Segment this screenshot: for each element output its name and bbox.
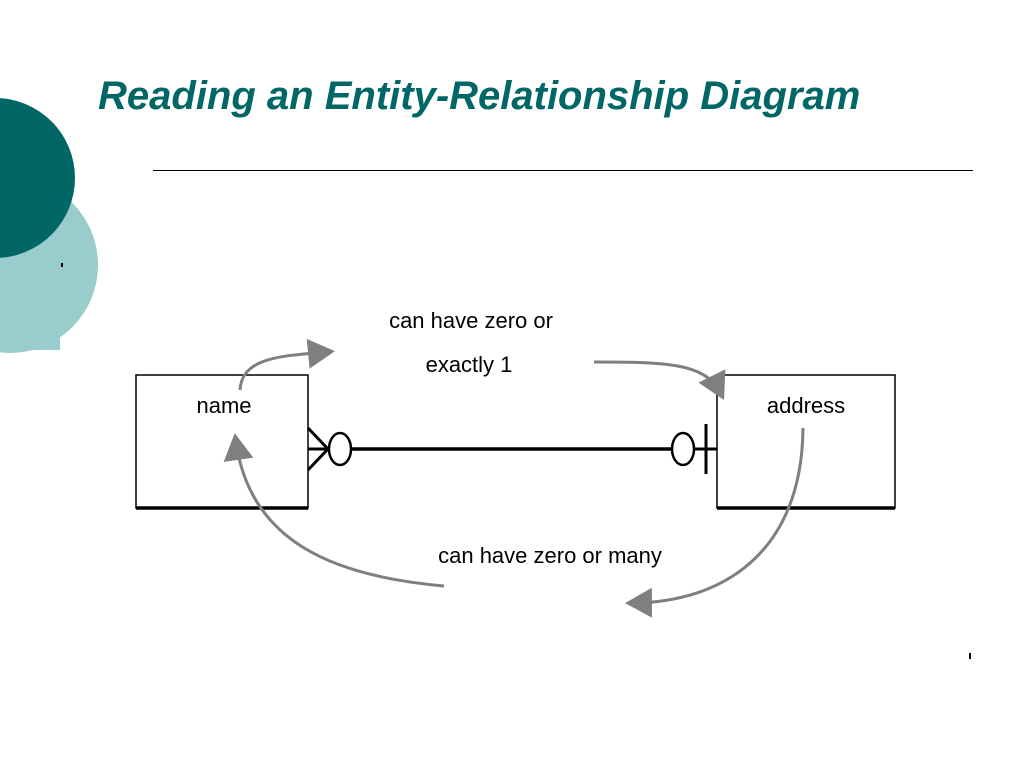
title-divider [153,170,973,171]
deco-dark-circle [0,98,75,258]
curved-arrow-top-right [593,360,726,401]
annotation-bottom: can have zero or many [438,543,662,568]
zero-circle-icon-name-end [327,431,353,467]
decorative-circles [0,98,98,353]
curved-arrow-bottom-right [625,427,805,618]
curved-arrow-bottom-left [223,433,445,588]
entity-name: name [135,374,309,510]
annotation-top-line2: exactly 1 [426,352,513,377]
stray-mark [61,263,63,267]
entity-address: address [716,374,896,510]
entity-address-box [716,374,896,509]
entity-name-label: name [196,393,251,418]
page-title: Reading an Entity-Relationship Diagram [98,74,861,118]
curved-arrow-top-left [238,338,335,391]
entity-address-label: address [767,393,845,418]
crow-foot-icon [306,426,330,472]
annotation-top-line1: can have zero or [389,308,553,333]
stray-mark [969,653,971,659]
zero-circle-icon-address-end [670,431,696,467]
relationship [306,424,717,474]
